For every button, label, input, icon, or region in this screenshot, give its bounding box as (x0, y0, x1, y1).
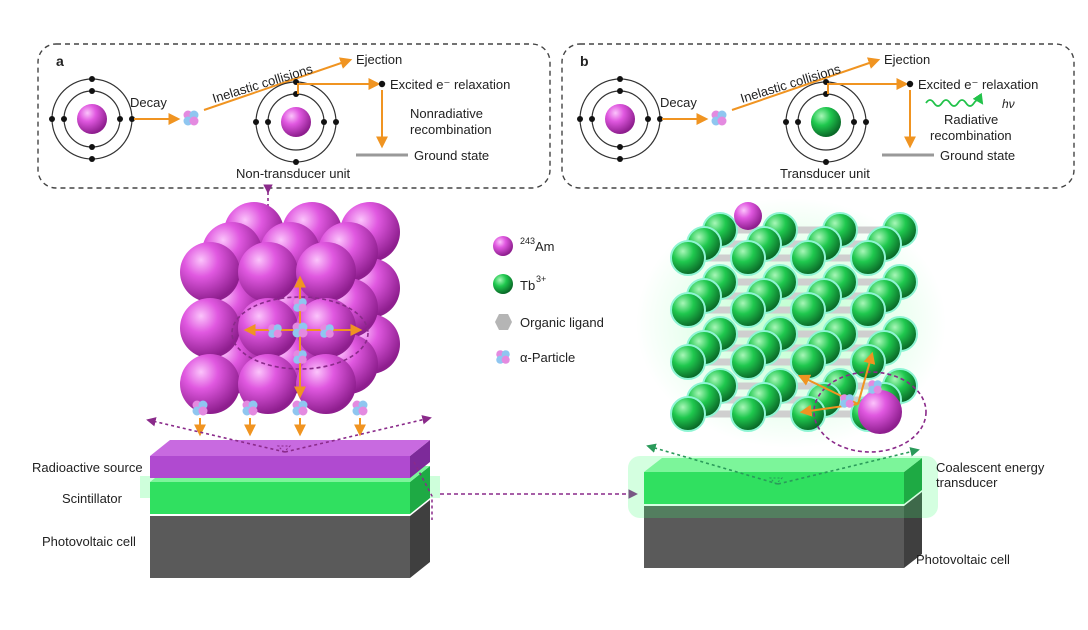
am-sphere (238, 354, 298, 414)
photovoltaic-cell-label-right: Photovoltaic cell (916, 552, 1010, 567)
organic-ligand-icon (495, 314, 512, 330)
tb-sphere (850, 292, 886, 328)
photon-wave-icon (925, 92, 984, 107)
tb-sphere (850, 240, 886, 276)
tb-superscript: 3+ (536, 274, 546, 284)
am-sphere (238, 242, 298, 302)
photovoltaic-cell-label-left: Photovoltaic cell (42, 534, 136, 549)
panel-b-label: b (580, 53, 589, 69)
am-atom-icon (253, 79, 339, 165)
excited-electron-dot (378, 80, 386, 88)
tb-sphere (790, 240, 826, 276)
excitation-arrow (827, 78, 909, 94)
am-sphere (180, 242, 240, 302)
legend: 243 Am Tb 3+ Organic ligand α-Particle (493, 236, 604, 365)
alpha-particle-icon (183, 110, 199, 126)
radioactive-source-label: Radioactive source (32, 460, 143, 475)
downward-alpha-emission (192, 400, 368, 437)
transducer-unit-label: Transducer unit (780, 166, 870, 181)
recombination-label: recombination (410, 122, 492, 137)
hv-label: hν (1002, 97, 1015, 111)
highlight-ellipse (813, 371, 927, 453)
tb-legend-label: Tb (520, 278, 535, 293)
ejection-arrow (203, 57, 353, 111)
am-dopant-sphere (858, 390, 902, 434)
alpha-particle-label: α-Particle (520, 350, 575, 365)
tb-sphere (730, 292, 766, 328)
tb-sphere (790, 344, 826, 380)
nonradiative-label: Nonradiative (410, 106, 483, 121)
highlight-ellipse (231, 296, 369, 370)
tb-sphere (670, 396, 706, 432)
coalescent-energy-label: Coalescent energy (936, 460, 1045, 475)
ejection-label: Ejection (884, 52, 930, 67)
tb-sphere (730, 396, 766, 432)
scintillator-slab (150, 482, 410, 514)
excited-electron-dot (906, 80, 914, 88)
tb-atom-icon (783, 79, 869, 165)
tb-sphere (730, 240, 766, 276)
am-legend-label: Am (535, 239, 555, 254)
ejection-label: Ejection (356, 52, 402, 67)
excited-relaxation-label: Excited e⁻ relaxation (390, 77, 510, 92)
ejection-arrow (731, 57, 881, 111)
alpha-particle-legend-icon (496, 350, 510, 364)
am-sphere (180, 298, 240, 358)
radiative-label: Radiative (944, 112, 998, 127)
scintillator-label: Scintillator (62, 491, 123, 506)
tb-sphere (670, 292, 706, 328)
decay-label: Decay (660, 95, 697, 110)
panel-a: a Decay Inelastic collisions Ejection (37, 43, 551, 189)
tb-mof-lattice (670, 202, 918, 434)
am-dopant-sphere (734, 202, 762, 230)
internal-emission-arrows (243, 275, 363, 399)
non-transducer-unit-label: Non-transducer unit (236, 166, 351, 181)
photovoltaic-cell-left (150, 516, 410, 578)
excited-relaxation-label: Excited e⁻ relaxation (918, 77, 1038, 92)
am-crystal-lattice (180, 202, 400, 414)
tb-sphere (790, 396, 826, 432)
organic-ligand-label: Organic ligand (520, 315, 604, 330)
coalescent-transducer-slab (644, 472, 904, 504)
tb-legend-icon (493, 274, 513, 294)
am-sphere (296, 242, 356, 302)
am-legend-icon (493, 236, 513, 256)
excitation-arrow (297, 78, 381, 94)
alpha-particle-icon (711, 110, 727, 126)
tb-sphere (790, 292, 826, 328)
transducer-label: transducer (936, 475, 998, 490)
right-device-stack (628, 443, 938, 568)
am-atom-icon (49, 76, 135, 162)
left-device-stack (140, 415, 440, 578)
ground-state-label: Ground state (414, 148, 489, 163)
decay-label: Decay (130, 95, 167, 110)
am-superscript: 243 (520, 236, 535, 246)
radioactive-source-slab (150, 456, 410, 478)
ground-state-label: Ground state (940, 148, 1015, 163)
panel-a-label: a (56, 53, 64, 69)
tb-sphere (670, 344, 706, 380)
photovoltaic-cell-right (644, 506, 904, 568)
panel-b: b Decay Inelastic collisions Ejection E (561, 43, 1075, 189)
am-atom-icon (577, 76, 663, 162)
recombination-label: recombination (930, 128, 1012, 143)
am-sphere (180, 354, 240, 414)
am-dopant-emission (797, 351, 882, 417)
am-sphere (238, 298, 298, 358)
tb-sphere (730, 344, 766, 380)
tb-sphere (670, 240, 706, 276)
